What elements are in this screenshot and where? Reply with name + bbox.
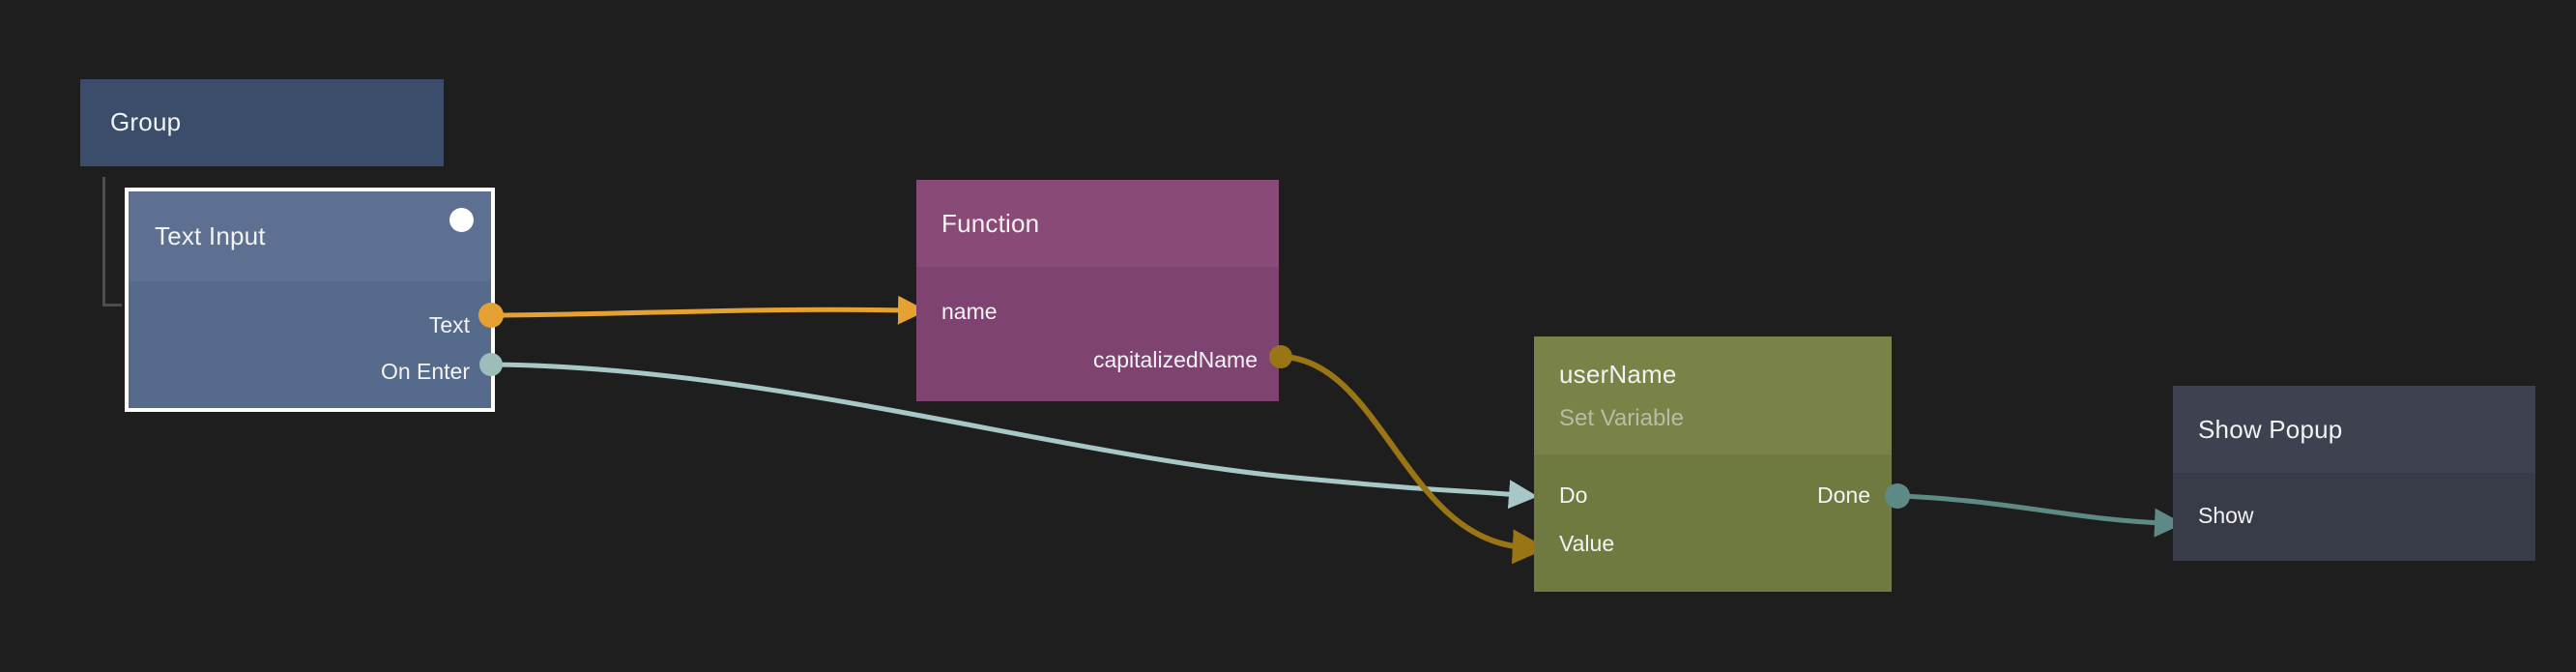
node-set-variable[interactable]: userName Set Variable Do Value Done <box>1534 336 1892 592</box>
status-dot-icon[interactable] <box>449 208 474 232</box>
show-popup-header <box>2173 386 2535 473</box>
port-label-text: Text <box>428 312 470 337</box>
function-header <box>916 180 1279 267</box>
node-show-popup[interactable]: Show Popup Show <box>2173 386 2535 561</box>
link-done-to-show <box>1901 493 2184 538</box>
set-variable-header <box>1534 336 1892 454</box>
port-label-name: name <box>941 299 998 324</box>
text-input-inner: Text Input Text On Enter <box>129 191 491 408</box>
node-function[interactable]: Function name capitalizedName <box>916 180 1279 401</box>
group-title: Group <box>110 107 182 136</box>
node-group[interactable]: Group <box>80 79 444 166</box>
show-popup-title: Show Popup <box>2198 415 2343 444</box>
function-title: Function <box>941 209 1040 238</box>
text-input-header <box>129 191 491 281</box>
set-variable-subtitle: Set Variable <box>1559 405 1684 431</box>
port-label-show: Show <box>2198 503 2254 528</box>
link-text-to-name <box>492 295 927 325</box>
port-label-value: Value <box>1559 531 1615 556</box>
group-bracket-icon <box>102 177 122 307</box>
port-label-capitalized-name: capitalizedName <box>1092 347 1258 372</box>
node-text-input[interactable]: Text Input Text On Enter <box>125 188 495 412</box>
text-input-title: Text Input <box>155 221 266 250</box>
port-label-do: Do <box>1559 482 1588 508</box>
link-capitalizedname-to-value <box>1283 354 1548 565</box>
port-label-done: Done <box>1817 482 1870 508</box>
set-variable-title: userName <box>1559 360 1677 389</box>
port-label-on-enter: On Enter <box>380 359 470 384</box>
